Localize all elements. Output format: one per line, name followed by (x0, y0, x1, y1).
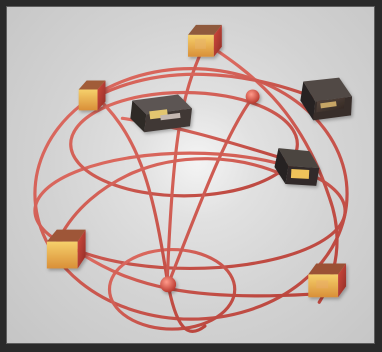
device-top-center (188, 25, 222, 57)
device-center-printer (130, 94, 192, 132)
network-globe-illustration (7, 7, 374, 343)
network-globe-scene (6, 6, 375, 344)
device-right-lower (308, 263, 346, 297)
device-left-lower (47, 230, 86, 269)
hub-top-right (246, 90, 260, 104)
device-left-upper (79, 81, 106, 111)
diagonal-arc-3 (167, 46, 204, 283)
device-right-upper (300, 78, 352, 121)
globe-wireframe (35, 42, 347, 332)
hub-bottom-center (160, 276, 176, 292)
